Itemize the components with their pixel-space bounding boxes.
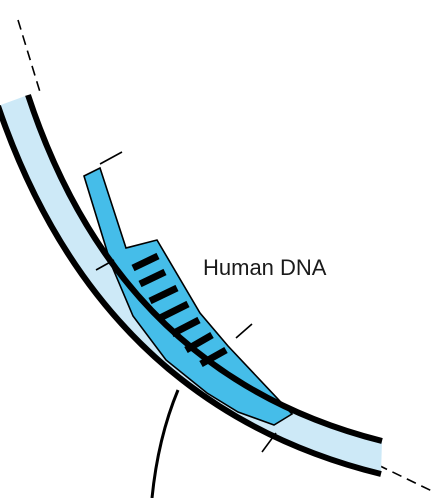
lone-strand-fragment (152, 390, 178, 498)
human-dna-label: Human DNA (203, 255, 327, 280)
dna-strand-inner (0, 106, 381, 474)
dna-band (0, 95, 382, 474)
dashed-arc-bottom (378, 465, 434, 492)
dashed-arc-top (18, 20, 40, 92)
tick (100, 152, 122, 164)
tick (236, 324, 252, 338)
